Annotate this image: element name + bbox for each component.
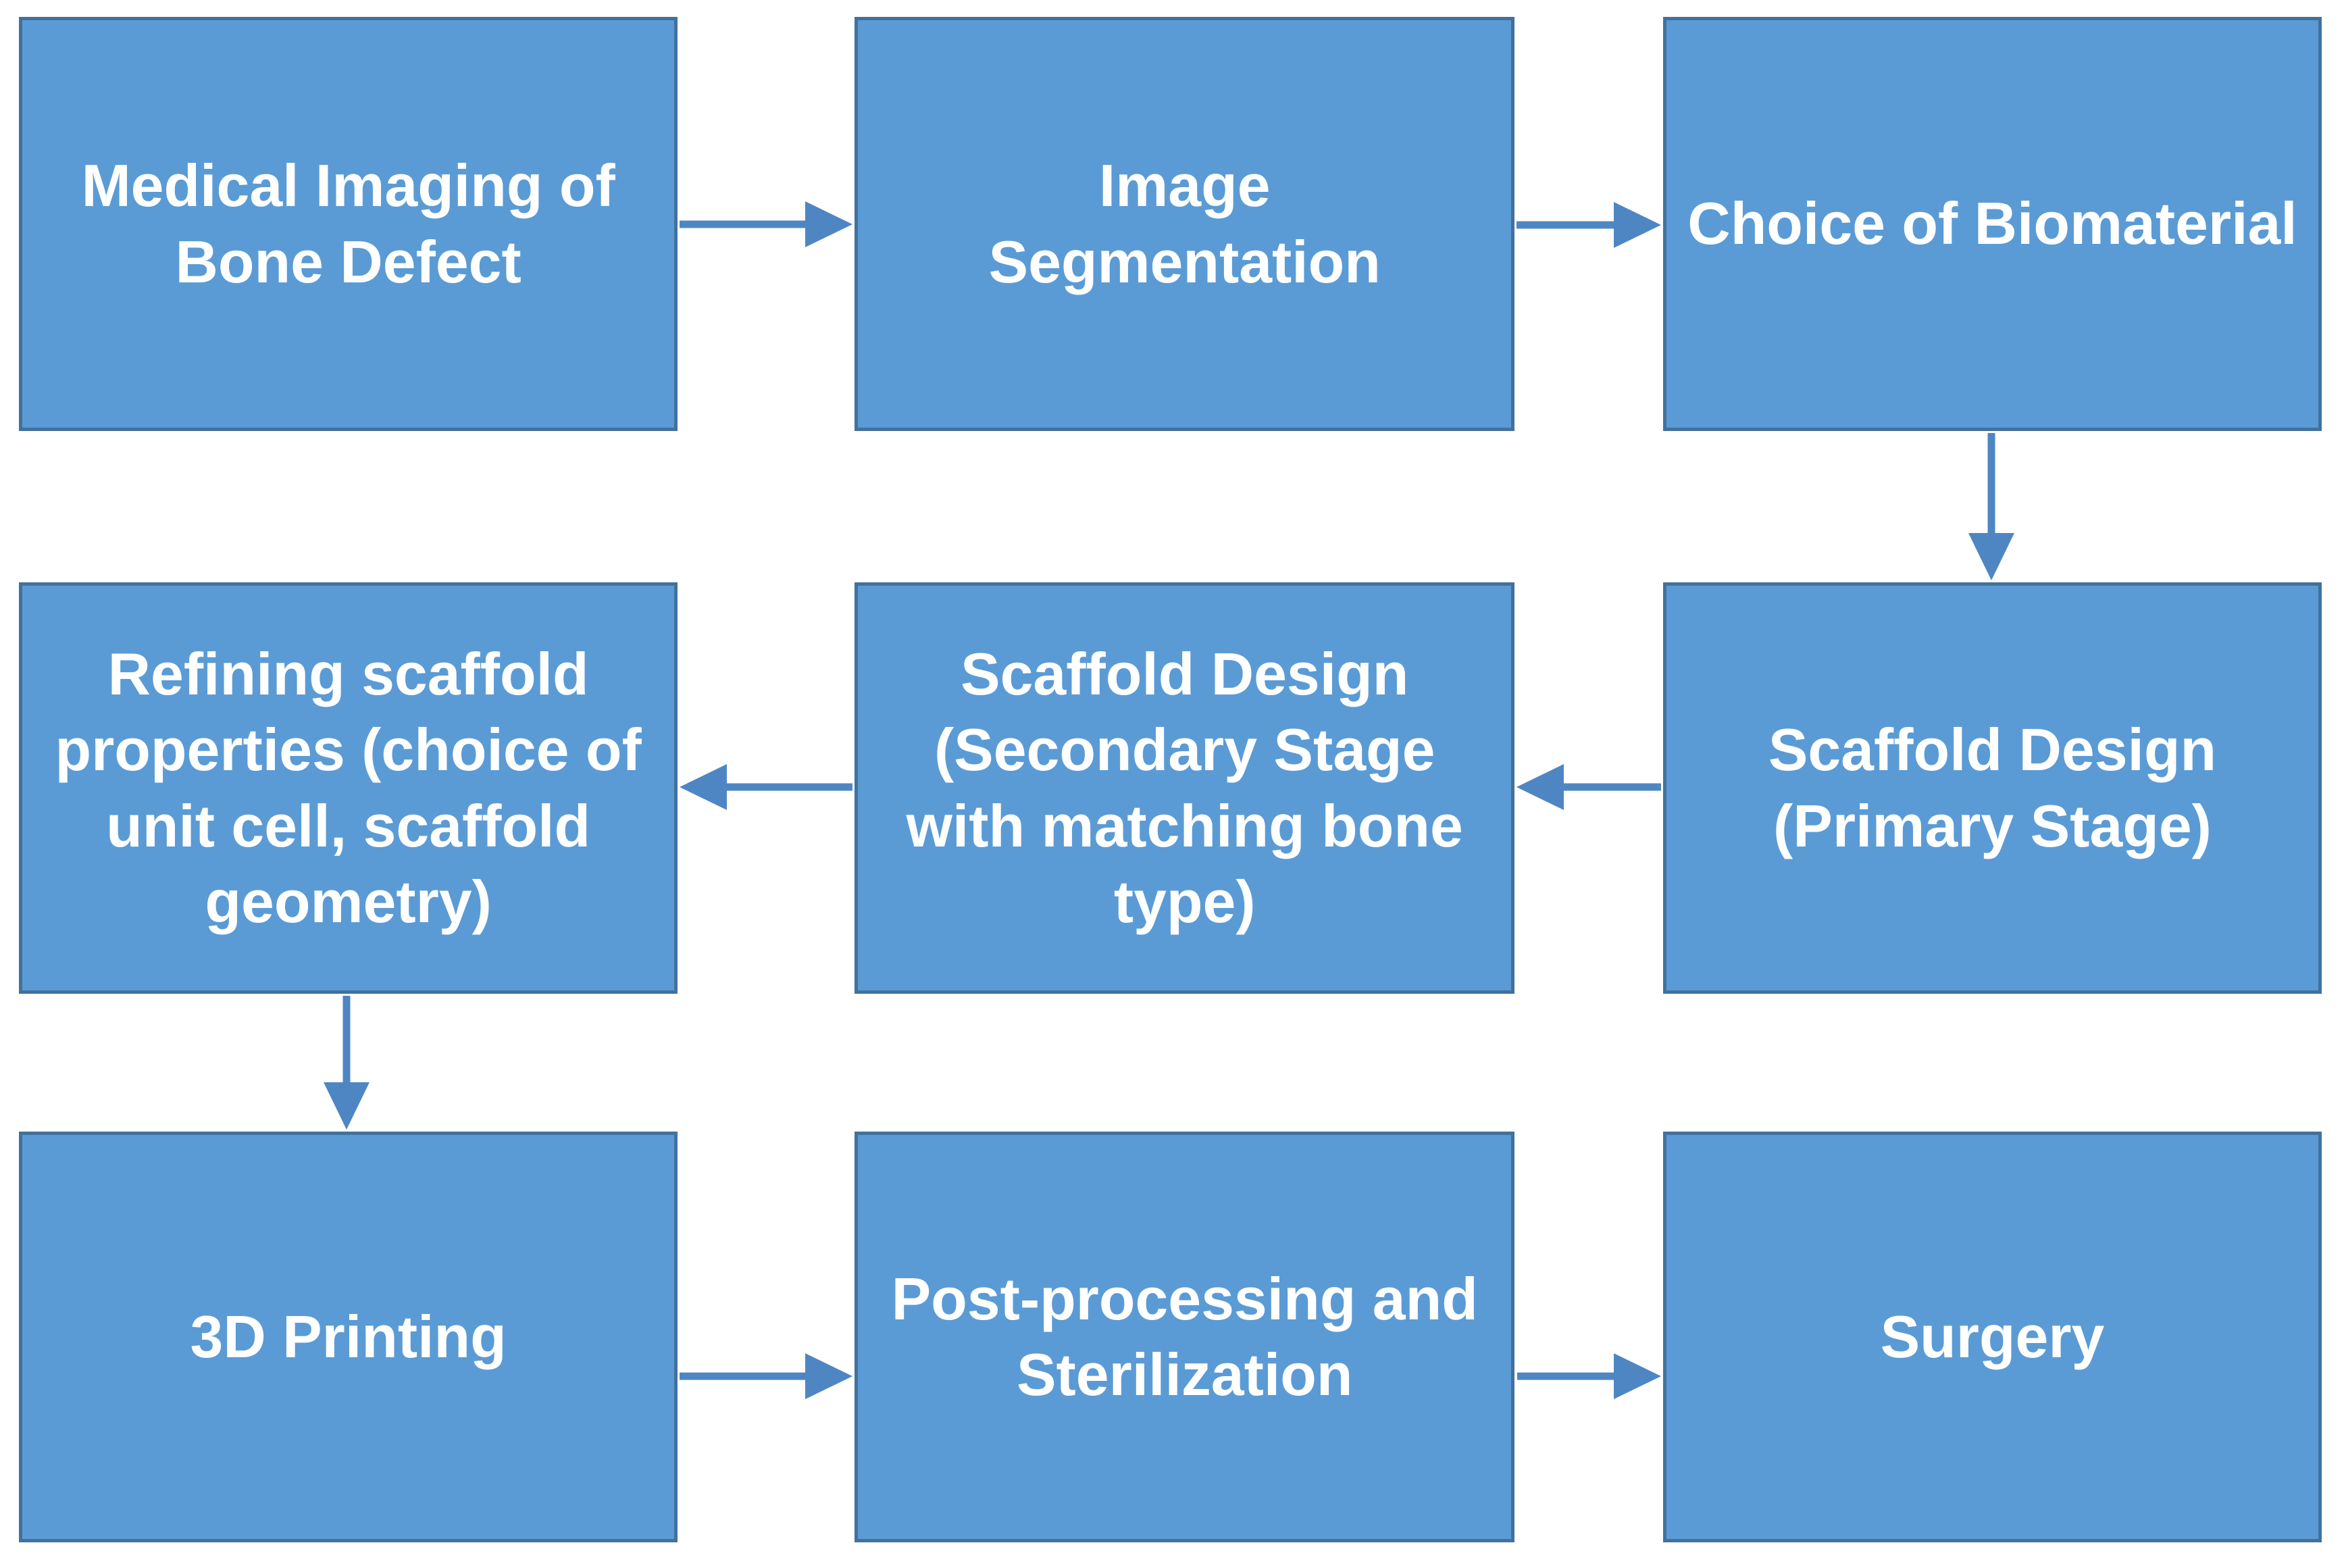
arrow-printing-to-postprocessing-icon bbox=[680, 1353, 852, 1400]
node-label: Scaffold Design(Primary Stage) bbox=[1768, 717, 2217, 859]
node-surgery: Surgery bbox=[1662, 1132, 2322, 1543]
node-scaffold-design-primary: Scaffold Design(Primary Stage) bbox=[1662, 582, 2322, 994]
arrow-postprocessing-to-surgery-icon bbox=[1517, 1353, 1661, 1400]
node-label: Choice of Biomaterial bbox=[1687, 191, 2297, 257]
node-label: Surgery bbox=[1880, 1303, 2105, 1370]
arrow-refining-to-printing-icon bbox=[324, 996, 370, 1130]
arrow-segmentation-to-biomaterial-icon bbox=[1517, 202, 1661, 249]
node-3d-printing: 3D Printing bbox=[19, 1132, 678, 1543]
arrow-primary-to-secondary-icon bbox=[1517, 764, 1661, 811]
node-label: 3D Printing bbox=[190, 1303, 507, 1370]
arrow-biomaterial-to-primary-icon bbox=[1968, 433, 2014, 581]
node-choice-of-biomaterial: Choice of Biomaterial bbox=[1662, 17, 2322, 432]
arrow-secondary-to-refining-icon bbox=[680, 764, 852, 811]
arrow-imaging-to-segmentation-icon bbox=[680, 201, 852, 248]
